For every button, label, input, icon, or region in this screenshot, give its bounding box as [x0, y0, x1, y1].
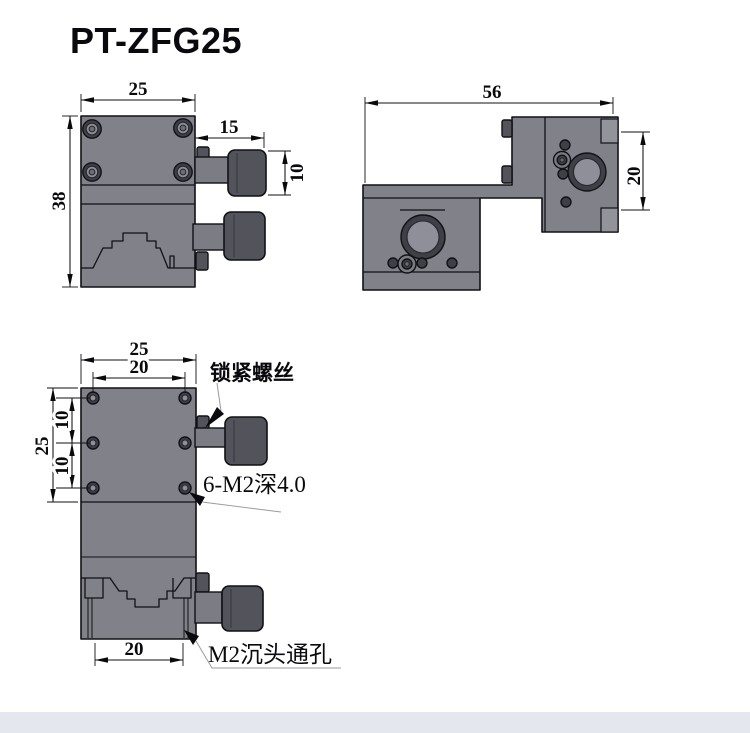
screw-head — [82, 119, 102, 139]
knob-end-circle — [400, 214, 446, 260]
svg-text:10: 10 — [52, 411, 73, 430]
dim-plate-width: 25 — [80, 339, 197, 384]
screw-head — [82, 162, 102, 182]
corner-step — [600, 118, 619, 144]
knob-end-circle — [567, 152, 607, 192]
lock-screw-tab — [195, 251, 209, 271]
dovetail-profile — [81, 577, 196, 608]
socket-screw — [397, 254, 417, 274]
knob-shaft — [194, 427, 228, 448]
screw-hole — [446, 257, 458, 269]
dim-top-depth: 20 — [621, 131, 650, 211]
screw-head — [173, 162, 193, 182]
part-number-title: PT-ZFG25 — [70, 20, 243, 61]
top-view: 56 20 — [362, 82, 650, 291]
dovetail-notch — [169, 255, 175, 268]
dim-hole-pitch-bottom: 10 — [49, 443, 76, 488]
tapped-hole — [178, 436, 192, 450]
dim-hole-span: 20 — [92, 354, 186, 393]
lock-screw-tab — [195, 572, 210, 593]
label-counterbore: M2沉头通孔 — [184, 630, 341, 669]
tapped-hole — [86, 481, 100, 495]
knob-upper — [194, 415, 268, 466]
tapped-hole — [178, 481, 192, 495]
leader-arrow — [184, 630, 199, 645]
knob-body — [221, 585, 264, 632]
svg-text:20: 20 — [130, 357, 149, 378]
socket-screw — [552, 150, 572, 170]
dim-knob-diameter: 10 — [268, 150, 308, 196]
svg-text:15: 15 — [220, 117, 239, 138]
leader-arrow — [205, 407, 224, 428]
svg-text:25: 25 — [130, 339, 149, 360]
side-screw — [501, 165, 513, 184]
front-view: 25 38 15 10 — [49, 79, 308, 288]
knob-shaft — [194, 591, 223, 624]
svg-text:6-M2深4.0: 6-M2深4.0 — [203, 472, 306, 497]
dim-plate-height: 25 — [29, 387, 78, 503]
svg-text:25: 25 — [32, 437, 53, 456]
svg-text:20: 20 — [125, 639, 144, 660]
dim-front-width: 25 — [80, 79, 196, 112]
svg-text:10: 10 — [52, 457, 73, 476]
svg-text:M2沉头通孔: M2沉头通孔 — [208, 642, 332, 667]
screw-hole — [387, 257, 399, 269]
front-body — [80, 115, 196, 288]
label-lock-screw: 锁紧螺丝 — [205, 361, 294, 428]
knob-shaft — [192, 223, 226, 251]
label-tapped-holes: 6-M2深4.0 — [189, 472, 306, 513]
svg-text:锁紧螺丝: 锁紧螺丝 — [210, 361, 294, 385]
detail-view: 25 20 25 10 10 — [29, 339, 341, 669]
dim-knob-offset: 15 — [195, 117, 265, 148]
leader-arrow — [189, 492, 205, 506]
dovetail-profile — [81, 232, 195, 269]
knob-lower — [192, 211, 266, 271]
knob-upper — [194, 146, 267, 197]
dovetail-tab — [84, 578, 104, 599]
knob-lower — [194, 572, 264, 632]
svg-text:20: 20 — [624, 167, 645, 186]
dim-top-width: 56 — [364, 82, 614, 183]
svg-text:38: 38 — [49, 192, 70, 211]
screw-hole — [560, 196, 572, 208]
tapped-hole — [178, 391, 192, 405]
screw-head — [173, 118, 193, 138]
knob-body — [224, 416, 268, 466]
knob-body — [223, 211, 266, 261]
page-bottom-edge — [0, 712, 750, 733]
screw-hole — [416, 257, 428, 269]
detail-body — [80, 387, 197, 640]
dim-hole-pitch-top: 10 — [49, 397, 90, 489]
dim-front-height: 38 — [49, 115, 78, 288]
corner-step — [600, 207, 619, 233]
screw-hole — [557, 168, 569, 180]
svg-text:56: 56 — [483, 82, 502, 103]
knob-shaft — [194, 156, 230, 184]
screw-hole — [559, 139, 571, 151]
side-screw — [501, 119, 513, 138]
knob-body — [227, 149, 267, 197]
dovetail-tab — [172, 578, 192, 599]
dim-base-span: 20 — [94, 639, 184, 666]
svg-text:25: 25 — [129, 79, 148, 100]
svg-text:10: 10 — [287, 164, 308, 183]
